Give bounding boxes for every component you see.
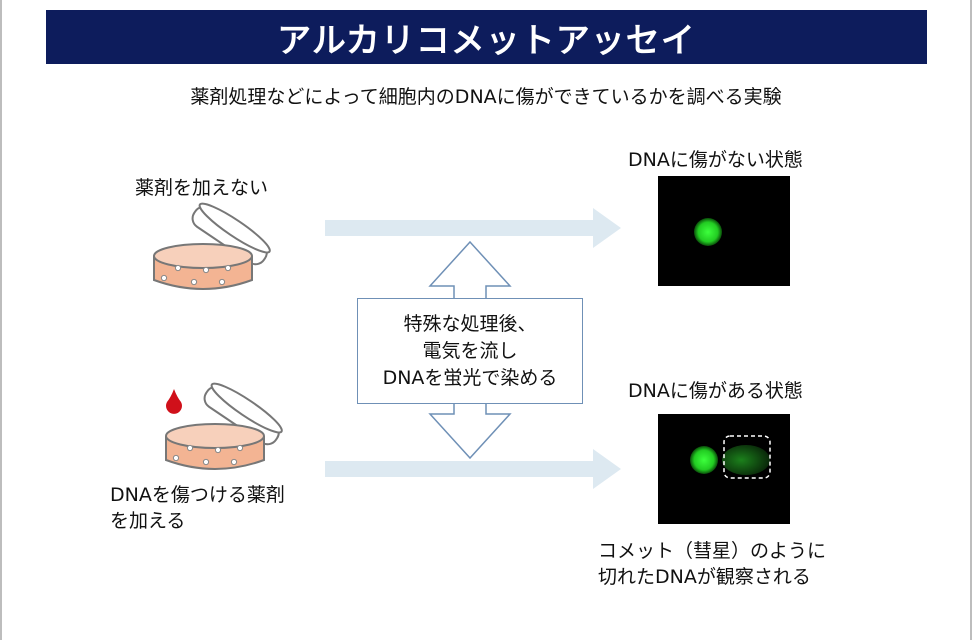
undamaged-label: DNAに傷がない状態 — [628, 149, 803, 171]
damaged-micrograph — [658, 414, 790, 524]
arrow-to-undamaged — [325, 208, 621, 248]
page-title: アルカリコメットアッセイ — [277, 20, 696, 61]
title-banner: アルカリコメットアッセイ — [46, 10, 927, 64]
drug-label-line2: を加える — [110, 510, 186, 532]
nucleus-icon — [694, 218, 722, 246]
drug-label-line1: DNAを傷つける薬剤 — [110, 484, 285, 506]
damaged-label: DNAに傷がある状態 — [628, 380, 803, 402]
slide-border-right — [970, 0, 972, 640]
comet-note-line1: コメット（彗星）のように — [598, 540, 827, 562]
process-line-2: 電気を流し — [422, 339, 518, 362]
process-line-3: DNAを蛍光で染める — [382, 366, 558, 389]
subtitle: 薬剤処理などによって細胞内のDNAに傷ができているかを調べる実験 — [190, 86, 782, 108]
process-box: 特殊な処理後、 電気を流し DNAを蛍光で染める — [357, 298, 583, 404]
undamaged-micrograph — [658, 176, 790, 286]
slide-border-left — [0, 0, 2, 640]
no-drug-label: 薬剤を加えない — [135, 177, 269, 199]
drug-drop-icon — [166, 389, 182, 414]
arrow-to-damaged — [325, 449, 621, 489]
process-line-1: 特殊な処理後、 — [403, 312, 537, 335]
comet-note-line2: 切れたDNAが観察される — [598, 566, 811, 588]
petri-dish-icon — [153, 202, 271, 290]
comet-icon — [690, 435, 771, 479]
petri-dish-icon — [165, 382, 283, 470]
